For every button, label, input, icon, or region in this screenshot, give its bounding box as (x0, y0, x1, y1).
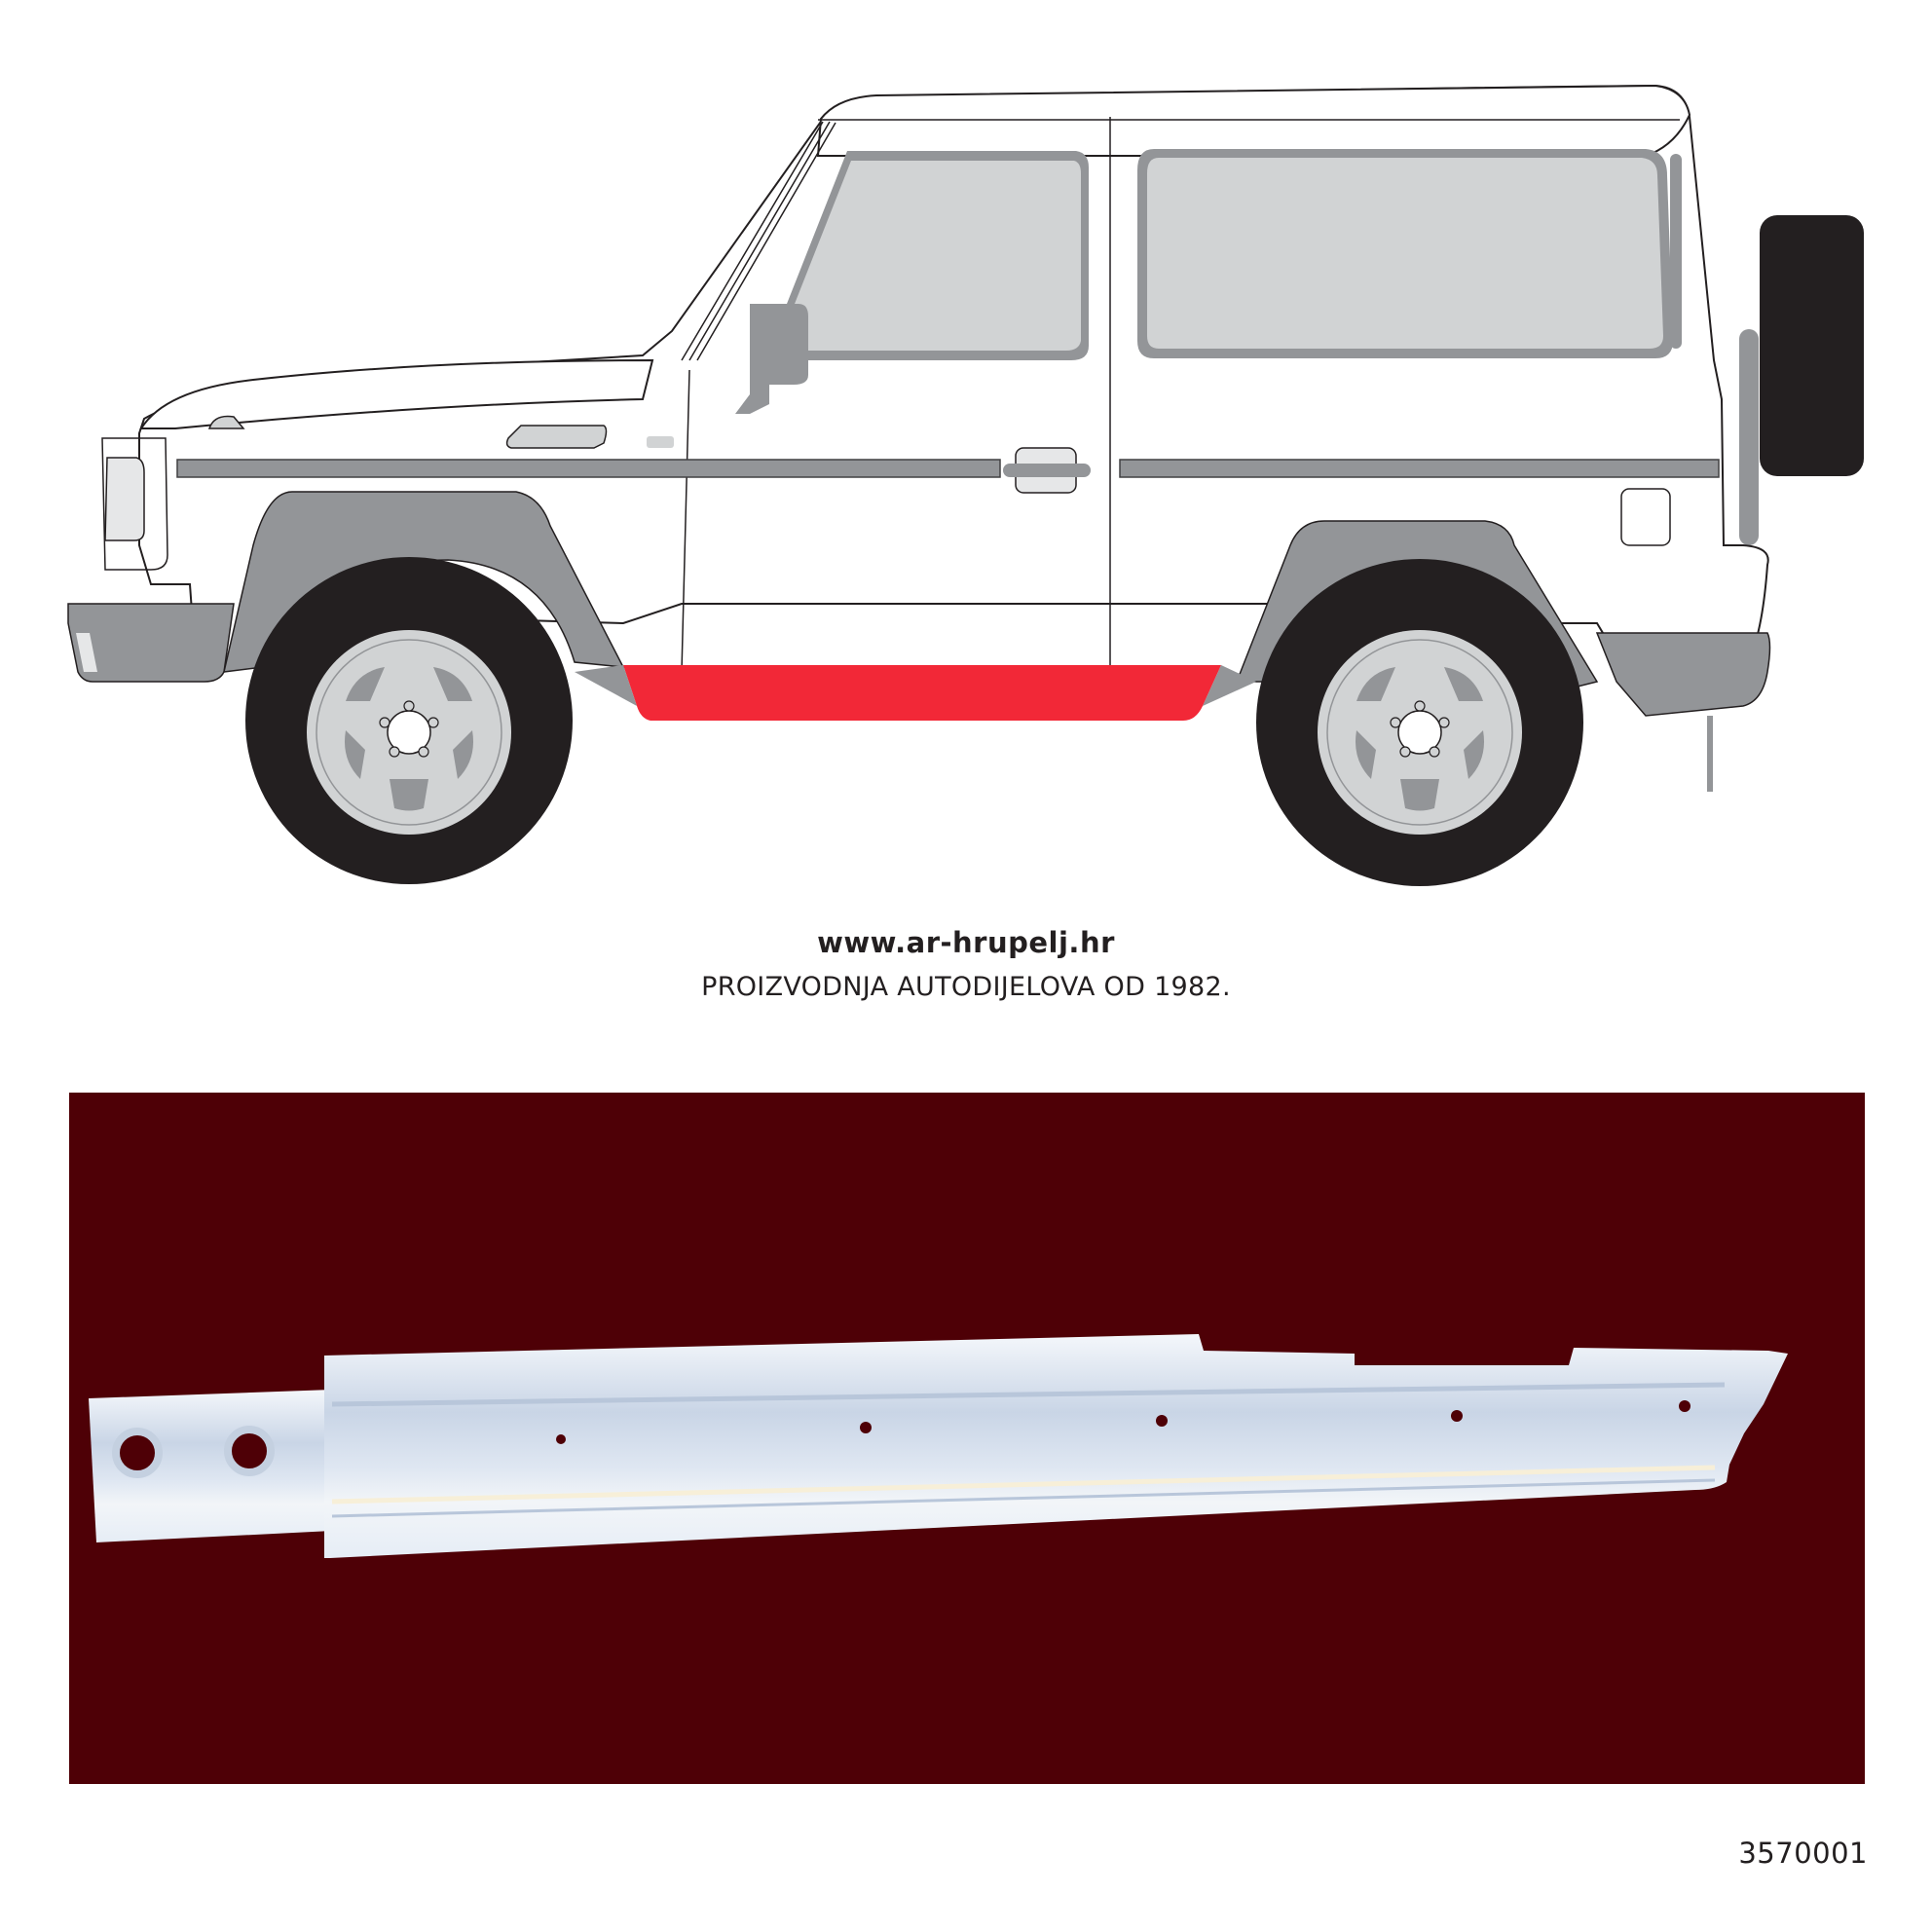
rocker-panel-part-image (89, 1334, 1788, 1558)
rear-window-glass (1147, 158, 1663, 349)
small-hole (556, 1434, 566, 1444)
spare-wheel (1760, 215, 1864, 476)
mount-hole-1 (112, 1428, 163, 1478)
roof (816, 84, 1691, 157)
mount-hole-2 (224, 1426, 275, 1476)
side-trim-front (176, 459, 1001, 478)
front-window-glass (779, 161, 1081, 351)
car-side-view-illustration (67, 84, 1864, 886)
small-hole (1679, 1400, 1690, 1412)
rocker-panel-highlight (623, 665, 1221, 721)
door-handle (1003, 464, 1091, 477)
rear-pillar-trim (1670, 154, 1682, 349)
side-trim-rear (1119, 459, 1720, 478)
door-front-edge (681, 369, 690, 673)
rear-bumper (1595, 632, 1771, 717)
front-wheel (245, 557, 573, 884)
small-hole (1156, 1415, 1168, 1427)
side-marker-lamp (505, 425, 608, 449)
hood (139, 358, 654, 429)
small-marker (647, 436, 674, 448)
part-number: 3570001 (1738, 1837, 1868, 1870)
small-hole (860, 1422, 872, 1433)
brand-block: www.ar-hrupelj.hr PROIZVODNJA AUTODIJELO… (0, 923, 1932, 1007)
product-photo (69, 1093, 1865, 1784)
rear-grab-bar (1739, 329, 1759, 545)
small-hole (1451, 1410, 1463, 1422)
website-url: www.ar-hrupelj.hr (817, 926, 1115, 959)
part-end-section (89, 1390, 332, 1542)
fuel-cap (1620, 488, 1671, 546)
front-bumper (67, 603, 235, 683)
vehicle-diagram (0, 0, 1932, 906)
hood-vent (207, 415, 245, 429)
headlight (104, 457, 145, 541)
side-mirror (735, 304, 808, 414)
brand-tagline: PROIZVODNJA AUTODIJELOVA OD 1982. (701, 972, 1231, 1002)
exhaust-hanger (1707, 716, 1713, 792)
bumper-indicator (76, 633, 97, 672)
rear-wheel (1256, 559, 1583, 886)
part-main-body (324, 1334, 1788, 1558)
